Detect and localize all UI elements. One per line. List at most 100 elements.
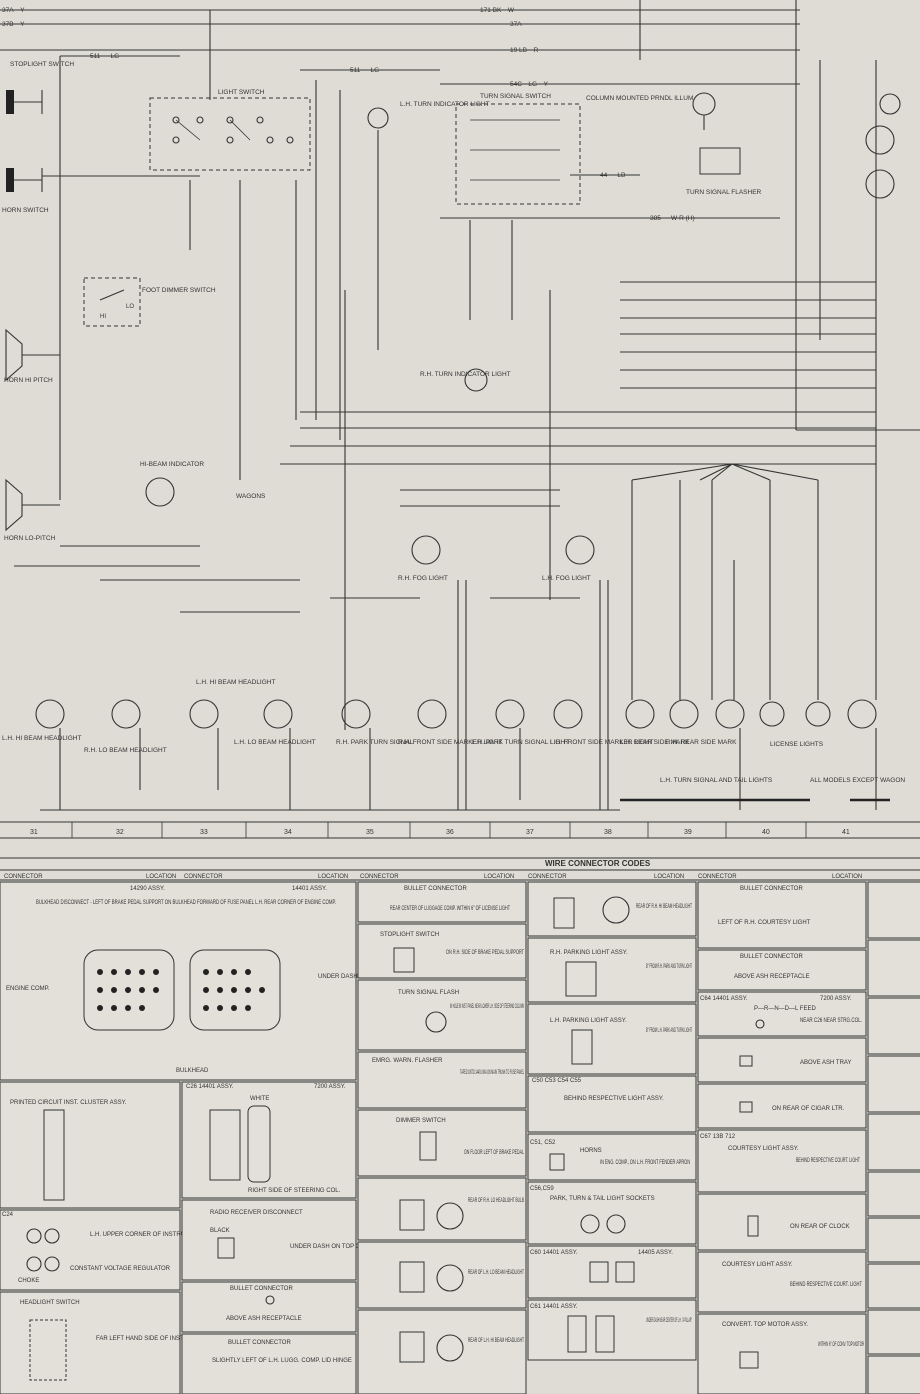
- label-horn-hi: HORN HI PITCH: [4, 377, 53, 384]
- c51-name: HORNS: [580, 1148, 602, 1154]
- grid-number-36: 36: [446, 829, 454, 836]
- top-wire-bus: 37A—Y 37B—Y 171 BK—W 37A 19 LB—R 511 — L…: [0, 7, 800, 222]
- column-prndl: COLUMN MOUNTED PRNDL ILLUM.: [586, 92, 716, 130]
- c67-title: C67 13B 712: [700, 1134, 736, 1140]
- c34-loc: ON R.H. SIDE OF BRAKE PEDAL SUPPORT: [446, 950, 524, 956]
- c50-loc: BEHIND RESPECTIVE LIGHT ASSY.: [564, 1096, 664, 1102]
- c35-title: TURN SIGNAL FLASH: [398, 990, 459, 996]
- c42-title: R.H. PARKING LIGHT ASSY.: [550, 950, 628, 956]
- label-hibeam-ind: HI-BEAM INDICATOR: [140, 461, 204, 468]
- wire-label-37b: 37B—Y: [2, 21, 25, 28]
- wire-label-54c: 54C—LG—Y: [510, 81, 549, 88]
- label-horn-lo: HORN LO-PITCH: [4, 535, 56, 542]
- foot-dimmer-switch: HI LO FOOT DIMMER SWITCH: [83, 277, 216, 327]
- c7-bulkhead: BULKHEAD: [176, 1068, 209, 1074]
- label-horn-switch: HORN SWITCH: [2, 207, 49, 214]
- hdr-location-4: LOCATION: [654, 874, 684, 880]
- c42-loc: B" FROM R.H. PARK AND TURN LIGHT: [646, 964, 692, 970]
- c27-title: RADIO RECEIVER DISCONNECT: [210, 1210, 303, 1216]
- grid-number-40: 40: [762, 829, 770, 836]
- c7-under-dash: UNDER DASH PANEL: [318, 974, 379, 980]
- wire-label-511: 511 — LG: [90, 53, 119, 60]
- grid-number-41: 41: [842, 829, 850, 836]
- rh-turn-indicator: R.H. TURN INDICATOR LIGHT: [420, 368, 511, 392]
- label-lh-fog: L.H. FOG LIGHT: [542, 575, 591, 582]
- c26-loc: RIGHT SIDE OF STEERING COL.: [248, 1188, 341, 1194]
- c24-loc: L.H. UPPER CORNER OF INSTRUMENT CLUSTER: [90, 1232, 232, 1238]
- c7-title: BULKHEAD DISCONNECT - LEFT OF BRAKE PEDA…: [36, 900, 336, 906]
- c64-name: P—R—N—D—L FEED: [754, 1006, 816, 1012]
- c27-loc: UNDER DASH ON TOP OF RADIO: [290, 1244, 385, 1250]
- c60-title: C60 14401 ASSY.: [530, 1250, 578, 1256]
- hdr-connector-2: CONNECTOR: [184, 874, 223, 880]
- c64-assy: 7200 ASSY.: [820, 996, 852, 1002]
- hdr-location-5: LOCATION: [832, 874, 862, 880]
- c26-title: C26 14401 ASSY.: [186, 1084, 234, 1090]
- label-license: LICENSE LIGHTS: [770, 741, 824, 748]
- c24-id: C24: [2, 1212, 14, 1218]
- c69-loc: BEHIND RESPECTIVE COURT. LIGHT: [790, 1282, 862, 1288]
- c32-loc: SLIGHTLY LEFT OF L.H. LUGG. COMP. LID HI…: [212, 1358, 352, 1364]
- c39-loc: REAR OF L.H. LO BEAM HEADLIGHT: [468, 1270, 524, 1276]
- c33-title: BULLET CONNECTOR: [404, 886, 467, 892]
- c36-title: EMRG. WARN. FLASHER: [372, 1058, 443, 1064]
- c64-title: C64 14401 ASSY.: [700, 996, 748, 1002]
- label-light-switch: LIGHT SWITCH: [218, 89, 265, 96]
- hdr-connector-4: CONNECTOR: [528, 874, 567, 880]
- grid-number-37: 37: [526, 829, 534, 836]
- turn-signal-flasher: TURN SIGNAL FLASHER: [686, 147, 762, 196]
- codes-title: WIRE CONNECTOR CODES: [545, 859, 651, 868]
- c62-loc: LEFT OF R.H. COURTESY LIGHT: [718, 920, 811, 926]
- distribution-wires: [14, 281, 920, 613]
- label-turn-flasher: TURN SIGNAL FLASHER: [686, 189, 762, 196]
- label-lh-hibeam-mid: L.H. HI BEAM HEADLIGHT: [196, 679, 275, 686]
- wire-label-171: 171 BK—W: [480, 7, 515, 14]
- turn-signal-switch: TURN SIGNAL SWITCH: [455, 93, 581, 205]
- c34-title: STOPLIGHT SWITCH: [380, 932, 439, 938]
- c38-loc: REAR OF R.H. LO HEADLIGHT BULB: [468, 1198, 524, 1204]
- c28-loc: ABOVE ASH RECEPTACLE: [226, 1316, 302, 1322]
- horn-hi-pitch: HORN HI PITCH: [4, 328, 60, 384]
- label-rh-lobeam: R.H. LO BEAM HEADLIGHT: [84, 747, 167, 754]
- c27-black: BLACK: [210, 1228, 230, 1234]
- c14-title: PRINTED CIRCUIT INST. CLUSTER ASSY.: [10, 1100, 127, 1106]
- c56-title: C56,C59: [530, 1186, 554, 1192]
- label-wagons: WAGONS: [236, 493, 266, 500]
- c43-loc: B" FROM L.H. PARK AND TURN LIGHT: [646, 1028, 692, 1034]
- ground-drops: [40, 580, 890, 811]
- grid-number-35: 35: [366, 829, 374, 836]
- hdr-location-3: LOCATION: [484, 874, 514, 880]
- c87-loc: WITHIN 6" OF CONV. TOP MOTOR: [818, 1342, 864, 1348]
- label-lh-lobeam: L.H. LO BEAM HEADLIGHT: [234, 739, 316, 746]
- hibeam-indicator: HI-BEAM INDICATOR: [140, 461, 204, 507]
- label-lh-turn-ind: L.H. TURN INDICATOR LIGHT: [400, 101, 490, 108]
- vertical-trunks: [59, 0, 877, 730]
- lh-turn-indicator: L.H. TURN INDICATOR LIGHT: [367, 101, 490, 129]
- wire-label-44: 44 — LB: [600, 172, 625, 179]
- label-lh-hibeam-headlight: L.H. HI BEAM HEADLIGHT: [2, 735, 81, 742]
- c43-title: L.H. PARKING LIGHT ASSY.: [550, 1018, 627, 1024]
- c51-title: C51, C52: [530, 1140, 556, 1146]
- c41-loc: REAR OF R.H. HI BEAM HEADLIGHT: [636, 904, 692, 910]
- c67-loc: BEHIND RESPECTIVE COURT. LIGHT: [796, 1158, 860, 1164]
- grid-number-32: 32: [116, 829, 124, 836]
- c60-assy: 14405 ASSY.: [638, 1250, 673, 1256]
- label-lh-front-side: L.H. FRONT SIDE MARKER LIGHT: [550, 739, 654, 746]
- c7-assy2: 14401 ASSY.: [292, 886, 327, 892]
- label-turn-signal-switch: TURN SIGNAL SWITCH: [480, 93, 551, 100]
- hdr-location-2: LOCATION: [318, 874, 348, 880]
- label-column-prndl: COLUMN MOUNTED PRNDL ILLUM.: [586, 95, 695, 102]
- wire-label-511b: 511 — LG: [350, 67, 379, 74]
- c40-loc: REAR OF L.H. HI BEAM HEADLIGHT: [468, 1338, 524, 1344]
- grid-number-34: 34: [284, 829, 292, 836]
- c24-choke: CHOKE: [18, 1278, 39, 1284]
- label-rh-park: R.H. PARK TURN SIGNAL: [336, 739, 414, 746]
- c67-name: COURTESY LIGHT ASSY.: [728, 1146, 799, 1152]
- stoplight-switch: STOPLIGHT SWITCH: [6, 61, 74, 114]
- grid-number-31: 31: [30, 829, 38, 836]
- grid-number-strip: 31 32 33 34 35 36 37 38 39 40 41: [0, 821, 920, 839]
- label-rh-rear-side: R.H. REAR SIDE MARK: [666, 739, 737, 746]
- c26-assy: 7200 ASSY.: [314, 1084, 346, 1090]
